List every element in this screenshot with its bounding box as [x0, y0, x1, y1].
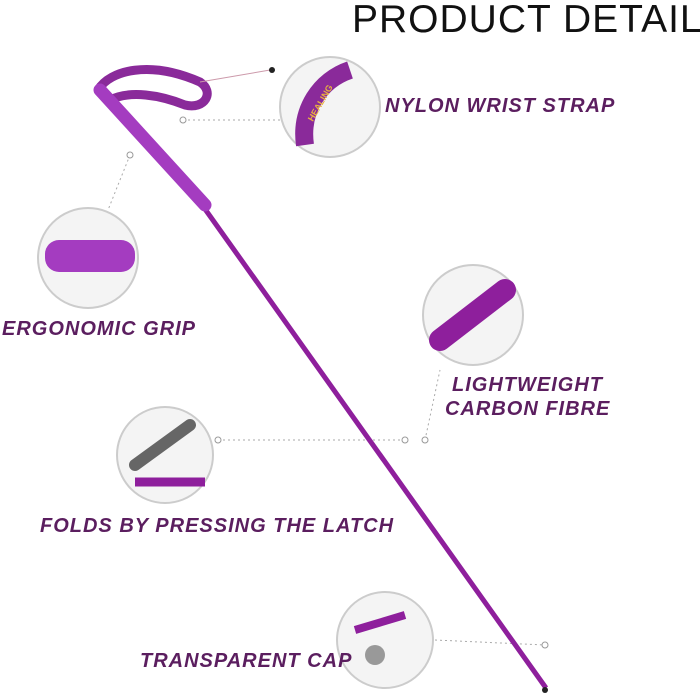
label-latch: FOLDS BY PRESSING THE LATCH [40, 515, 395, 537]
cap-detail-circle [336, 591, 434, 689]
label-carbon-line2: CARBON FIBRE [445, 398, 611, 420]
label-ergonomic-grip: ERGONOMIC GRIP [2, 318, 197, 340]
label-wrist-strap: NYLON WRIST STRAP [385, 95, 616, 117]
leader-carbon [424, 369, 441, 441]
label-transparent-cap: TRANSPARENT CAP [140, 650, 353, 672]
leader-grip [107, 154, 131, 211]
pole-tip [542, 687, 548, 693]
pole-grip [93, 83, 212, 212]
latch-detail-circle [116, 406, 214, 504]
strap-cord [199, 69, 271, 83]
pole-shaft [192, 193, 549, 690]
leader-cap [434, 639, 546, 646]
label-carbon-line1: LIGHTWEIGHT [452, 374, 603, 396]
page-title: PRODUCT DETAILS [352, 0, 700, 41]
wrist-strap [94, 65, 212, 111]
